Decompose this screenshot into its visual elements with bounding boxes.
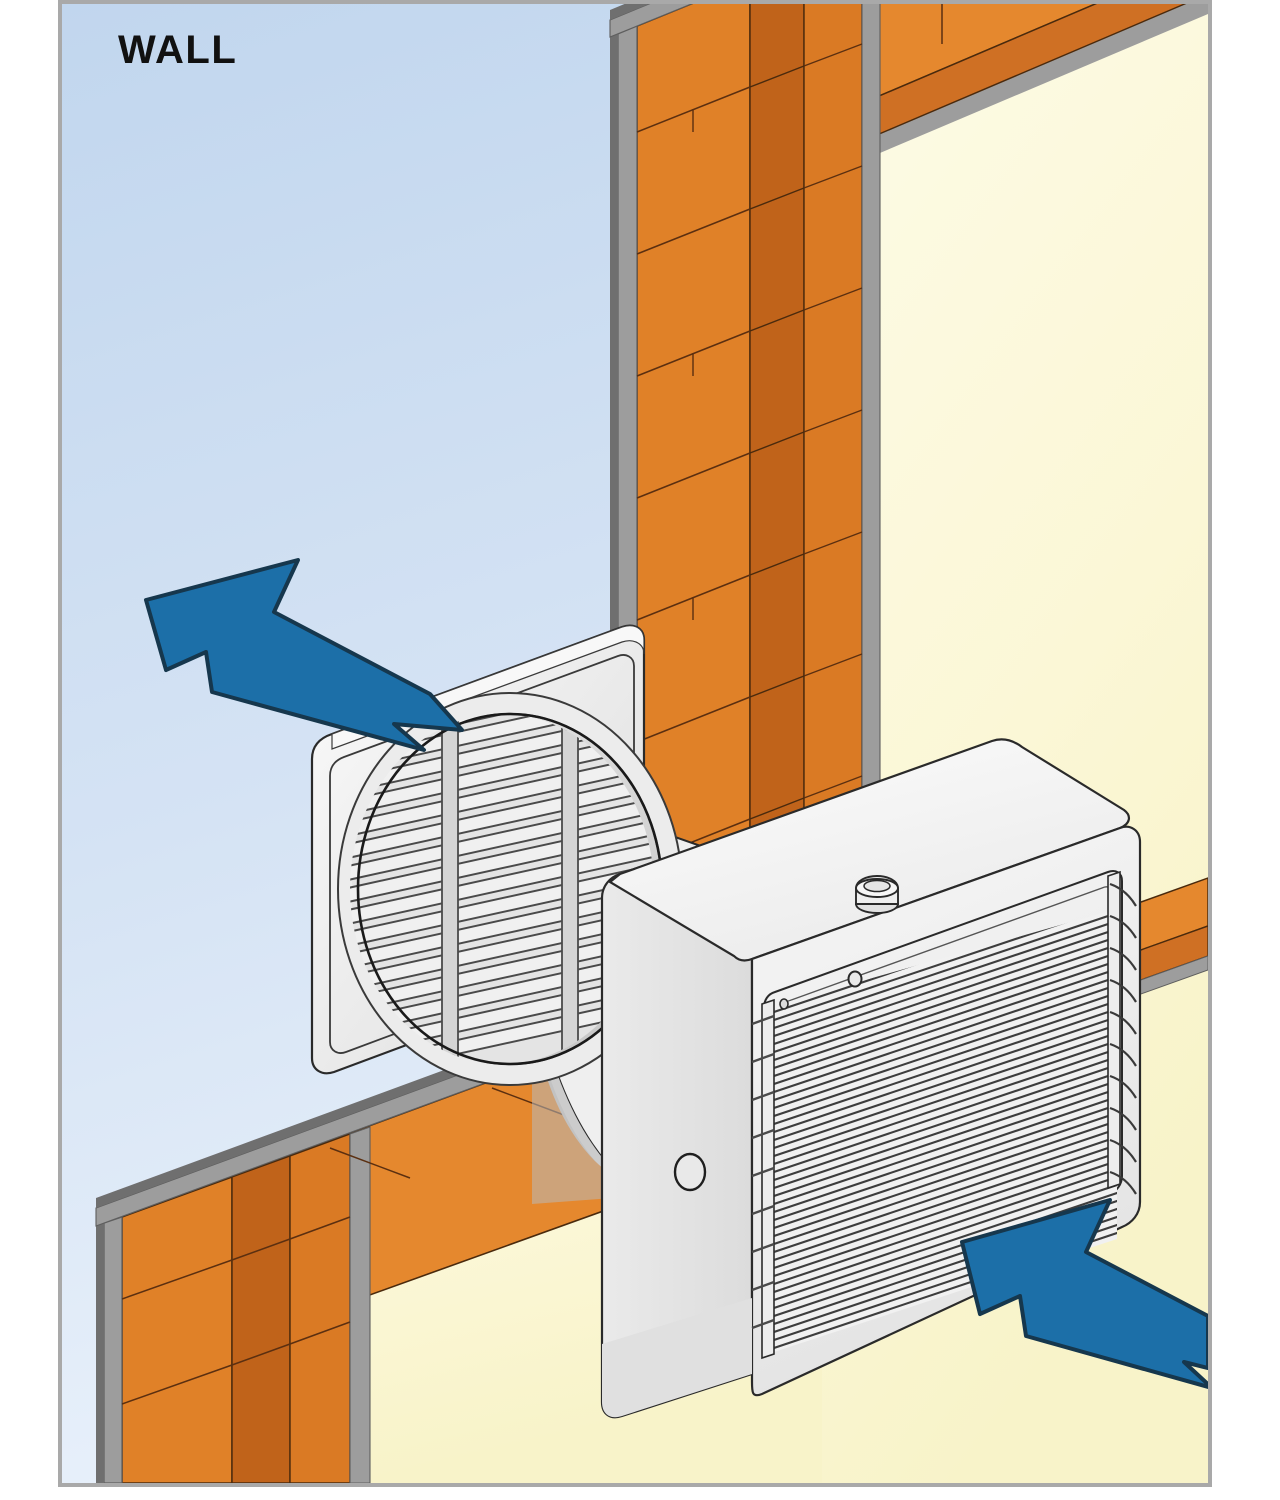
- wall-fan-installation-diagram: [62, 4, 1208, 1483]
- left-margin-louver-ticks: [751, 1014, 775, 1330]
- inflow-arrow: [960, 1198, 1208, 1389]
- grille-screw-hole-left: [779, 998, 789, 1010]
- illustration-frame: WALL: [58, 0, 1212, 1487]
- right-margin-louver-ends: [1109, 882, 1137, 1195]
- vent-divider: [441, 714, 579, 1064]
- grille-screw-hole-top: [847, 970, 863, 988]
- cable-gland-icon: [855, 875, 899, 914]
- page-title: WALL: [118, 28, 238, 72]
- outflow-arrow: [144, 558, 464, 752]
- side-port-icon: [673, 1152, 707, 1192]
